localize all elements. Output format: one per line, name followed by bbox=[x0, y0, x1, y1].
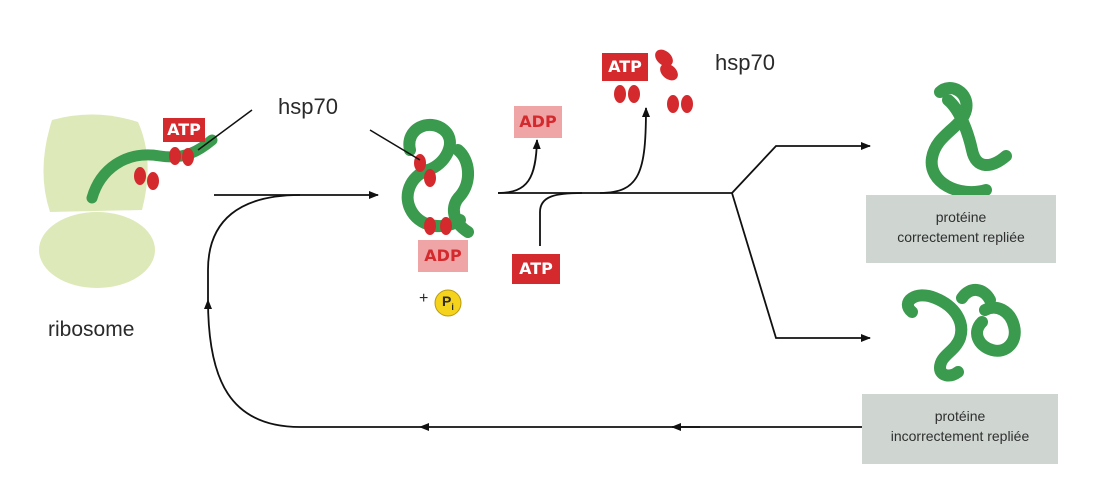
atp-tag-ribosome: ATP bbox=[163, 118, 205, 142]
hsp70-pointer-left bbox=[197, 109, 253, 151]
outcome-incorrect-box: protéine incorrectement repliée bbox=[862, 394, 1058, 464]
adp-tag-release: ADP bbox=[514, 106, 562, 138]
arrow-adp-release bbox=[497, 139, 541, 194]
hsp70-on-chain bbox=[134, 147, 194, 190]
hsp70-label-left: hsp70 bbox=[278, 94, 338, 119]
outcome-correct-line1: protéine bbox=[935, 209, 987, 225]
phosphate-symbol: Pi bbox=[442, 293, 454, 312]
hsp70-pointer-right bbox=[369, 129, 421, 161]
arrow-hsp70-release bbox=[599, 107, 650, 194]
hsp70-bound-intermediate bbox=[414, 154, 452, 235]
arrow-branch-correct bbox=[731, 142, 871, 194]
hsp70-label-right: hsp70 bbox=[715, 50, 775, 75]
adp-tag-bound: ADP bbox=[418, 240, 468, 272]
phosphate-subscript: i bbox=[451, 301, 454, 312]
pathway-arrows bbox=[204, 107, 871, 431]
atp-tag-input: ATP bbox=[512, 254, 560, 284]
outcome-incorrect-line1: protéine bbox=[934, 408, 986, 424]
arrow-atp-input bbox=[539, 192, 583, 246]
arrow-return-loop bbox=[204, 299, 420, 428]
phosphate-plus: + bbox=[419, 290, 429, 307]
folding-intermediate bbox=[401, 118, 474, 238]
outcome-correct-line2: correctement repliée bbox=[897, 229, 1025, 245]
outcome-correct-box: protéine correctement repliée bbox=[866, 195, 1056, 263]
atp-tag-release: ATP bbox=[602, 53, 648, 81]
ribosome-shape bbox=[39, 114, 155, 288]
protein-correct-shape bbox=[925, 82, 1012, 199]
outcome-incorrect-line2: incorrectement repliée bbox=[890, 428, 1030, 444]
protein-incorrect-shape bbox=[902, 284, 1021, 382]
arrow-branch-incorrect bbox=[731, 192, 871, 342]
ribosome-label: ribosome bbox=[48, 318, 135, 341]
hsp70-released bbox=[614, 49, 693, 113]
arrow-return-top bbox=[207, 194, 301, 300]
phosphate-circle bbox=[434, 289, 462, 317]
